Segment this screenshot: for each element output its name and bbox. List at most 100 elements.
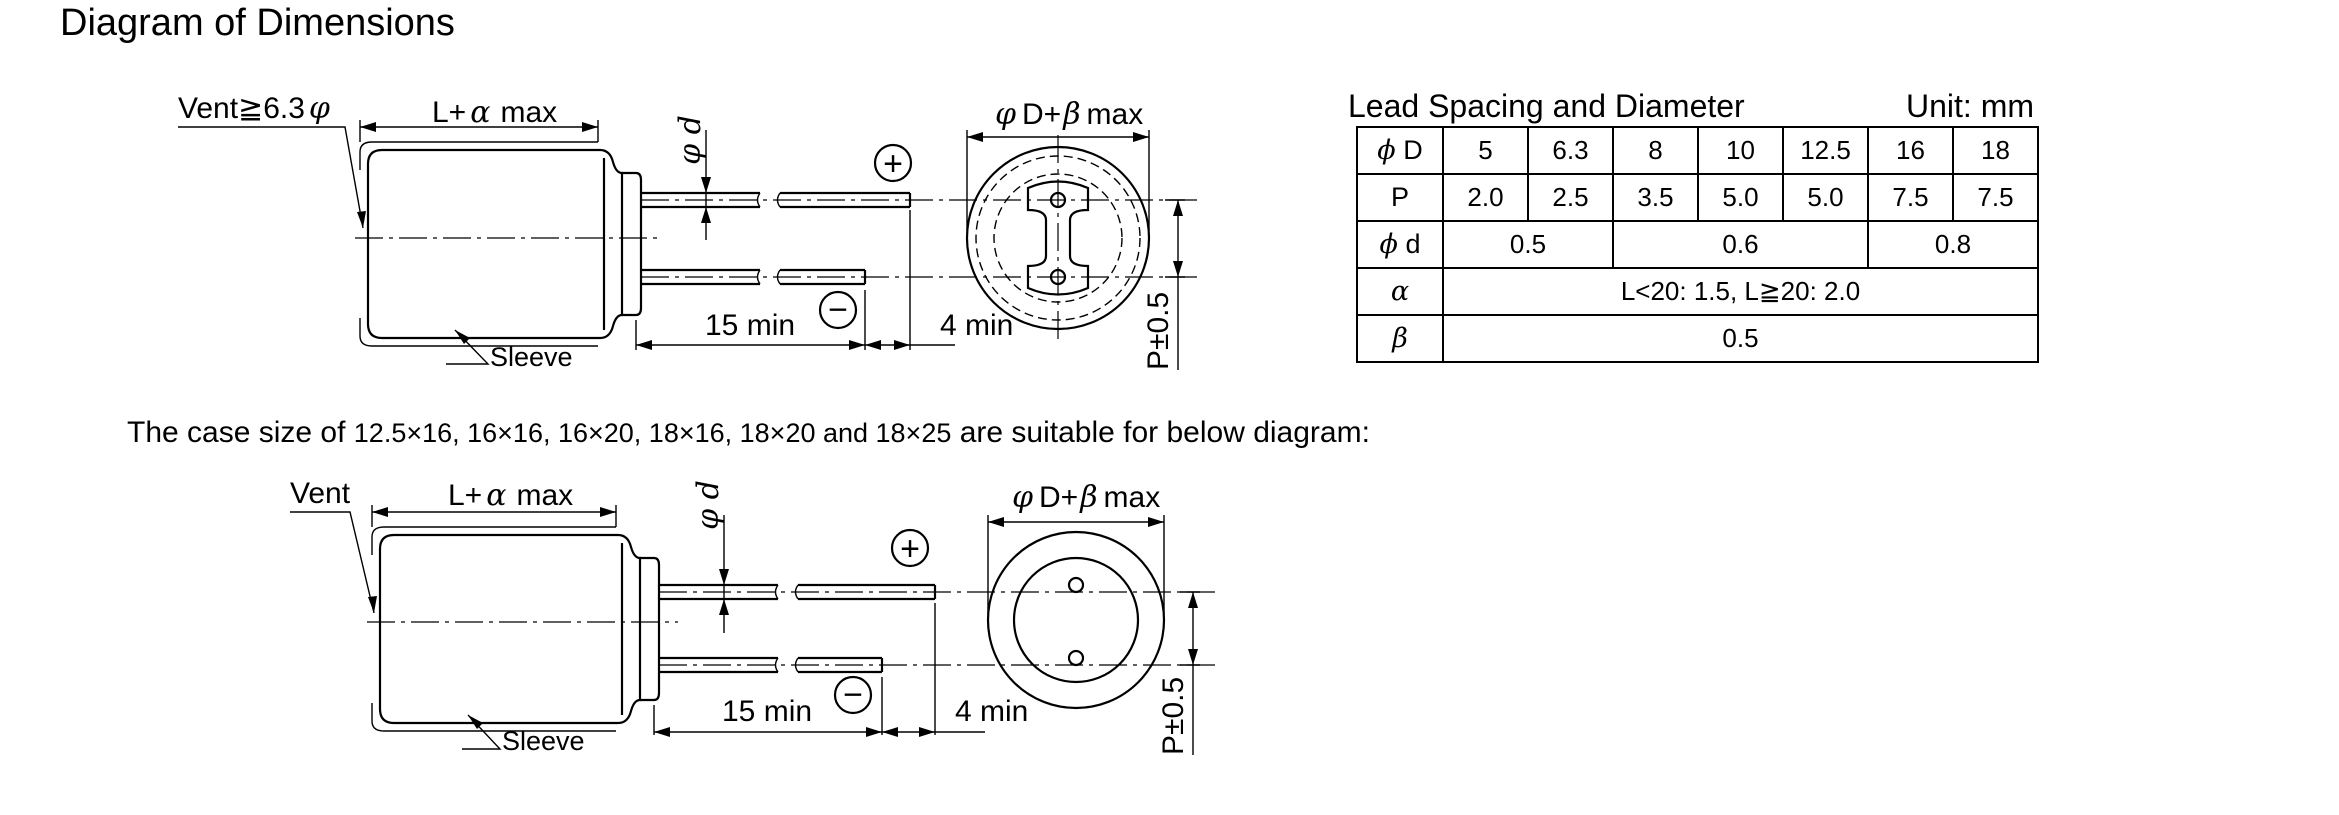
end-min-label: 4 min: [940, 309, 1013, 342]
sleeve-outline: [371, 526, 616, 732]
page-title: Diagram of Dimensions: [60, 2, 455, 44]
table-row-beta: β 0.5: [1356, 314, 2039, 363]
table-cell: 0.6: [1612, 220, 1869, 269]
sleeve-groove: [602, 158, 643, 330]
table-row-alpha: α L<20: 1.5, L≧20: 2.0: [1356, 267, 2039, 316]
end-view-inner: [1012, 556, 1140, 684]
lead-length-dim: [635, 210, 955, 350]
lead-diameter-label: φ d: [673, 115, 708, 165]
spacing-dim: [1180, 591, 1200, 755]
end-view-diameter-dim: [987, 515, 1165, 615]
table-cell: 7.5: [1867, 173, 1954, 222]
table-cell: 8: [1612, 126, 1699, 175]
length-dimension-line: [359, 120, 599, 142]
positive-sign-circle: [890, 528, 930, 568]
lead-spacing-table-block: Lead Spacing and Diameter Unit: mm ϕ D 5…: [1348, 86, 2039, 363]
vent-leader: [290, 511, 375, 614]
table-row-phiD: ϕ D 5 6.3 8 10 12.5 16 18: [1356, 126, 2039, 175]
row-head-P: P: [1356, 173, 1444, 222]
lead-table-unit: Unit: mm: [1906, 88, 2034, 124]
table-cell: 5.0: [1782, 173, 1869, 222]
negative-sign-circle: [833, 675, 873, 715]
lead-table-header: Lead Spacing and Diameter Unit: mm: [1348, 86, 2038, 126]
vent-arrow: [357, 211, 366, 228]
case-size-note: The case size of 12.5×16, 16×16, 16×20, …: [127, 416, 1370, 450]
negative-lead: [641, 268, 760, 286]
spacing-label: P±0.5: [1142, 292, 1175, 370]
row-head-phiD: ϕ D: [1356, 126, 1444, 175]
table-cell: 5.0: [1697, 173, 1784, 222]
table-cell: 12.5: [1782, 126, 1869, 175]
lead-min-label: 15 min: [705, 309, 795, 342]
positive-lead: [641, 191, 760, 209]
table-cell: 2.5: [1527, 173, 1614, 222]
table-cell: 2.0: [1442, 173, 1529, 222]
negative-sign-circle: [818, 290, 858, 330]
table-row-phid: ϕ d 0.5 0.6 0.8: [1356, 220, 2039, 269]
vent-label: Vent: [290, 477, 351, 510]
lead-length-arrows: [654, 727, 935, 737]
spacing-arrows: [1188, 592, 1198, 665]
table-cell: 16: [1867, 126, 1954, 175]
note-suffix: are suitable for below diagram:: [959, 416, 1370, 449]
sleeve-leader: [462, 714, 502, 750]
sleeve-leader: [446, 329, 490, 365]
end-min-label: 4 min: [955, 695, 1028, 728]
sleeve-arrow: [455, 330, 470, 344]
row-head-beta: β: [1356, 314, 1444, 363]
table-row-P: P 2.0 2.5 3.5 5.0 5.0 7.5 7.5: [1356, 173, 2039, 222]
end-view-seal: [1026, 180, 1090, 296]
end-view-lead-negative: [1067, 649, 1085, 667]
spacing-arrows: [1173, 200, 1183, 277]
lead-min-label: 15 min: [722, 695, 812, 728]
table-cell: 6.3: [1527, 126, 1614, 175]
table-cell: 5: [1442, 126, 1529, 175]
vent-leader: [178, 126, 364, 229]
table-cell: 10: [1697, 126, 1784, 175]
end-view-outer: [986, 530, 1166, 710]
spacing-label: P±0.5: [1157, 677, 1190, 755]
sleeve-label: Sleeve: [490, 342, 573, 372]
table-cell: 3.5: [1612, 173, 1699, 222]
sleeve-arrow: [468, 715, 483, 729]
negative-sign: −: [843, 676, 863, 714]
row-head-alpha: α: [1356, 267, 1444, 316]
negative-sign: −: [828, 291, 848, 329]
lead-length-arrows: [636, 340, 910, 350]
positive-sign: +: [900, 530, 920, 568]
capacitor-body: [378, 533, 642, 725]
note-prefix: The case size of: [127, 416, 346, 449]
positive-lead: [659, 583, 778, 601]
lead-length-dim: [653, 603, 985, 735]
sleeve-label: Sleeve: [502, 726, 585, 756]
positive-sign-circle: [873, 143, 913, 183]
capacitor-body: [366, 148, 624, 340]
row-head-phid: ϕ d: [1356, 220, 1444, 269]
positive-sign: +: [883, 145, 903, 183]
negative-lead: [659, 656, 778, 674]
lead-table-title: Lead Spacing and Diameter: [1348, 88, 1745, 124]
end-view-lead-positive: [1067, 576, 1085, 594]
table-cell: L<20: 1.5, L≧20: 2.0: [1442, 267, 2039, 316]
table-cell: 0.8: [1867, 220, 2039, 269]
table-cell: 0.5: [1442, 314, 2039, 363]
spacing-dim: [1165, 199, 1185, 370]
lead-spacing-table: ϕ D 5 6.3 8 10 12.5 16 18 P 2.0 2.5 3.5 …: [1356, 126, 2039, 363]
lead-diameter-arrow: [719, 569, 729, 615]
length-dimension-line: [371, 505, 617, 527]
table-cell: 7.5: [1952, 173, 2039, 222]
table-cell: 0.5: [1442, 220, 1614, 269]
end-view-diameter-dim: [966, 130, 1150, 230]
sleeve-groove: [620, 543, 661, 715]
sleeve-outline: [359, 141, 598, 347]
lead-diameter-arrow: [701, 177, 711, 223]
note-case-sizes: 12.5×16, 16×16, 16×20, 18×16, 18×20 and …: [353, 418, 952, 448]
vent-arrow: [368, 596, 377, 613]
lead-diameter-label: φ d: [691, 480, 726, 530]
